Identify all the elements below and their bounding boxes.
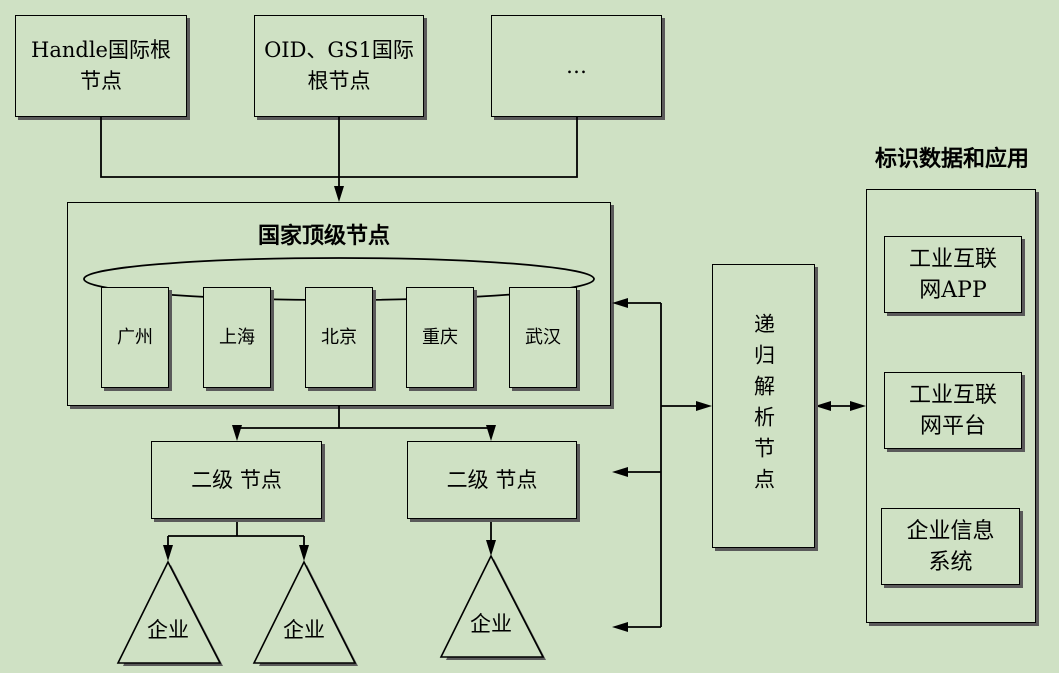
national-top-node-title: 国家顶级节点 — [257, 224, 390, 249]
app-label-line-2: 网平台 — [919, 413, 986, 439]
national-to-secondary-line — [236, 406, 492, 430]
arrowhead-left — [612, 622, 628, 632]
recursive-bus-line — [626, 302, 662, 628]
oid-gs1-root-label-line-1: OID、GS1国际 — [264, 38, 414, 62]
app-industrial-internet-app: 工业互联 网APP — [884, 236, 1022, 313]
enterprise-triangle — [439, 554, 545, 658]
city-node-shanghai: 上海 — [203, 287, 271, 388]
enterprise-label: 企业 — [470, 612, 512, 636]
arrowhead-down — [299, 545, 309, 561]
arrowhead-down — [232, 425, 242, 441]
arrowhead-left — [815, 401, 831, 411]
oid-gs1-root-label-line-2: 根节点 — [307, 69, 371, 93]
recursive-resolution-node: 递归解析节点 — [712, 264, 815, 548]
arrowhead-down — [486, 425, 496, 441]
recursive-resolution-label: 递归解析节点 — [751, 313, 776, 499]
arrowhead-right — [696, 401, 712, 411]
app-label-line-2: 系统 — [928, 549, 973, 575]
city-node-guangzhou: 广州 — [101, 287, 169, 388]
arrowhead-down — [486, 540, 496, 556]
secondary-node-right: 二级 节点 — [407, 441, 577, 519]
arrowhead-down — [163, 545, 173, 561]
city-node-label: 上海 — [219, 326, 255, 348]
city-node-label: 北京 — [321, 326, 357, 348]
app-label-line-2: 网APP — [919, 277, 987, 303]
arrowhead-left — [612, 298, 628, 308]
app-industrial-internet-platform: 工业互联 网平台 — [884, 372, 1022, 449]
secondary-node-left: 二级 节点 — [151, 441, 322, 519]
enterprise-triangle — [116, 560, 222, 664]
city-node-label: 广州 — [117, 326, 153, 348]
other-root-node: … — [491, 15, 662, 117]
city-node-chongqing: 重庆 — [406, 287, 474, 388]
city-node-wuhan: 武汉 — [509, 287, 577, 388]
app-label-line-1: 工业互联 — [908, 382, 997, 408]
city-node-beijing: 北京 — [305, 287, 373, 388]
app-label-line-1: 企业信息 — [906, 518, 995, 544]
arrowhead-down — [334, 186, 344, 202]
handle-root-label-line-2: 节点 — [80, 69, 122, 93]
enterprise-label: 企业 — [147, 618, 189, 642]
app-label-line-1: 工业互联 — [908, 246, 997, 272]
arrowhead-right — [850, 401, 866, 411]
applications-title: 标识数据和应用 — [874, 147, 1029, 172]
secondary-node-label: 二级 节点 — [191, 467, 282, 492]
arrowhead-left — [612, 467, 628, 477]
other-root-ellipsis: … — [566, 53, 587, 78]
handle-root-node: Handle国际根 节点 — [15, 15, 187, 117]
city-node-label: 重庆 — [422, 326, 458, 348]
handle-root-label-line-1: Handle国际根 — [31, 38, 171, 62]
secondary-node-label: 二级 节点 — [446, 467, 538, 492]
oid-gs1-root-node: OID、GS1国际 根节点 — [254, 15, 424, 117]
enterprise-triangle — [252, 560, 357, 664]
enterprise-label: 企业 — [283, 618, 325, 642]
app-enterprise-information-system: 企业信息 系统 — [881, 508, 1020, 585]
city-node-label: 武汉 — [525, 326, 561, 348]
secondary-left-to-enterprise-line — [167, 519, 305, 548]
